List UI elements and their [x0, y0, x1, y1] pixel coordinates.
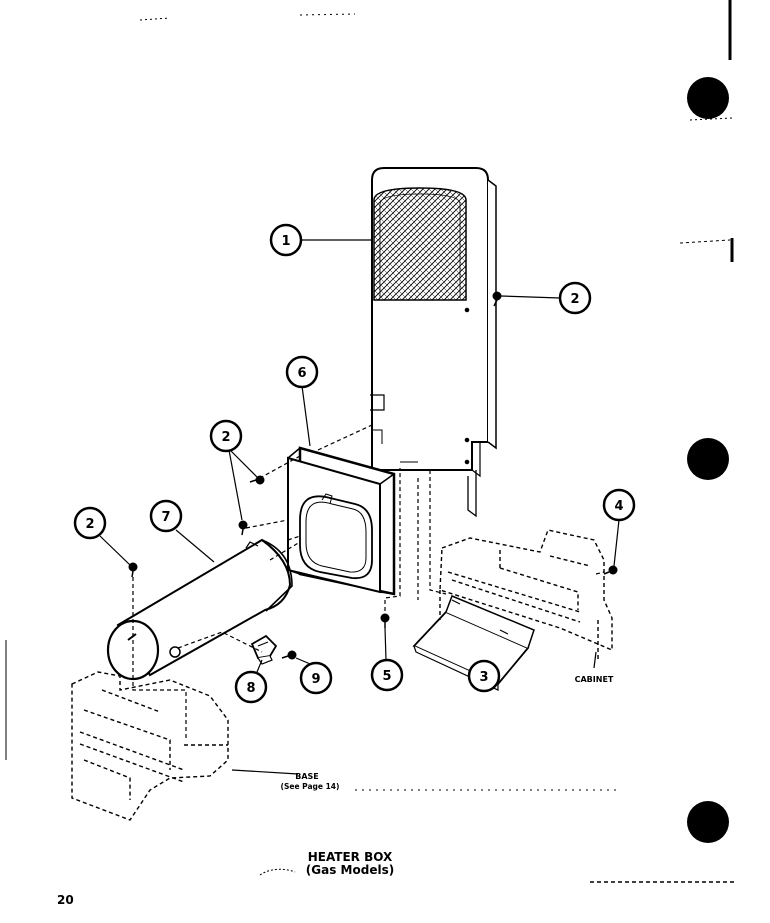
callout-2-number: 2: [85, 517, 94, 532]
screw-2-tube: [238, 520, 248, 536]
callout-1: 1: [269, 223, 303, 257]
part-8-igniter-bracket: [250, 634, 278, 665]
callout-4-number: 4: [614, 499, 623, 514]
diagram-caption: HEATER BOX (Gas Models): [280, 851, 420, 877]
callout-9-number: 9: [311, 672, 320, 687]
binder-hole: [687, 77, 729, 119]
caption-title: HEATER BOX: [307, 850, 393, 864]
caption-subtitle: (Gas Models): [305, 863, 395, 877]
callout-2-left: 2: [73, 506, 107, 540]
callout-4: 4: [602, 488, 636, 522]
callout-2-number: 2: [570, 292, 579, 307]
callout-3: 3: [467, 659, 501, 693]
binder-hole: [687, 801, 729, 843]
callout-7-number: 7: [161, 510, 170, 525]
callout-2-panel: 2: [558, 281, 592, 315]
base-reference: (See Page 14): [281, 782, 340, 791]
screw-9: [281, 650, 297, 660]
callout-7: 7: [149, 499, 183, 533]
callout-9: 9: [299, 661, 333, 695]
page-number: 20: [57, 893, 74, 907]
base-label: BASE: [295, 772, 319, 781]
callout-8-number: 8: [246, 681, 255, 696]
part-6-flange-collar: [287, 446, 396, 596]
callout-6: 6: [285, 355, 319, 389]
screw-4: [603, 565, 618, 575]
callout-1-number: 1: [281, 234, 290, 249]
cabinet-label: CABINET: [575, 675, 614, 684]
screw-2-left: [128, 562, 138, 578]
callout-5-number: 5: [382, 669, 391, 684]
callout-2-number: 2: [221, 430, 230, 445]
part-1-heater-panel: [370, 167, 497, 518]
scan-artifacts: [5, 0, 735, 883]
screws: [128, 291, 618, 660]
callout-2-flange: 2: [209, 419, 243, 453]
leader-lines: [99, 239, 620, 775]
assembly-lines: [132, 424, 605, 740]
binder-hole: [687, 438, 729, 480]
callout-3-number: 3: [479, 670, 488, 685]
callout-6-number: 6: [297, 366, 306, 381]
cabinet-fragment: [439, 529, 613, 660]
callout-8: 8: [234, 670, 268, 704]
callout-5: 5: [370, 658, 404, 692]
base-fragment: [71, 671, 229, 821]
